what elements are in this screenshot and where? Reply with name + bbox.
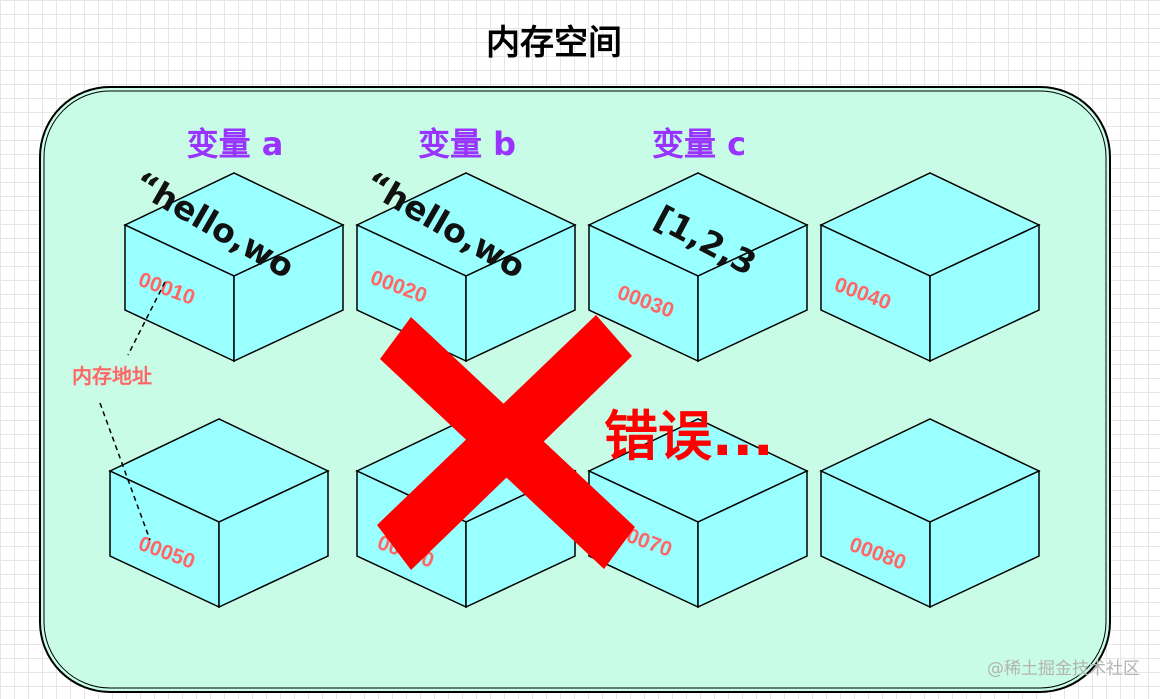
x-mark-icon xyxy=(377,315,635,570)
memory-cell: 00080 xyxy=(819,418,1041,609)
memory-cells: 0001000020000300004000050000600007000080… xyxy=(108,125,1041,609)
memory-address-annotation: 内存地址 xyxy=(72,364,152,388)
annotation-leader-top xyxy=(127,281,166,356)
memory-cell: 00020 xyxy=(355,172,577,363)
memory-cell: 00030 xyxy=(587,172,809,363)
variable-label: 变量 c xyxy=(652,125,746,163)
variable-label: 变量 b xyxy=(418,125,516,163)
annotation-leader-bottom xyxy=(99,402,151,541)
diagram-title: 内存空间 xyxy=(486,23,622,63)
memory-cell: 00070 xyxy=(587,418,809,609)
cube-right-face xyxy=(218,469,329,609)
cube-right-face xyxy=(929,469,1040,609)
cube-right-face xyxy=(697,223,808,363)
memory-space-panel-inner-border xyxy=(43,90,1107,689)
memory-cell: 00040 xyxy=(819,172,1041,363)
cube-right-face xyxy=(465,223,576,363)
watermark: @稀土掘金技术社区 xyxy=(987,659,1140,679)
variable-label: 变量 a xyxy=(187,125,284,163)
error-label: 错误... xyxy=(604,405,774,468)
cube-right-face xyxy=(233,223,344,363)
cube-right-face xyxy=(929,223,1040,363)
cube-right-face xyxy=(697,469,808,609)
cross-stroke-2 xyxy=(377,315,632,570)
memory-cell: 00010 xyxy=(123,172,345,363)
